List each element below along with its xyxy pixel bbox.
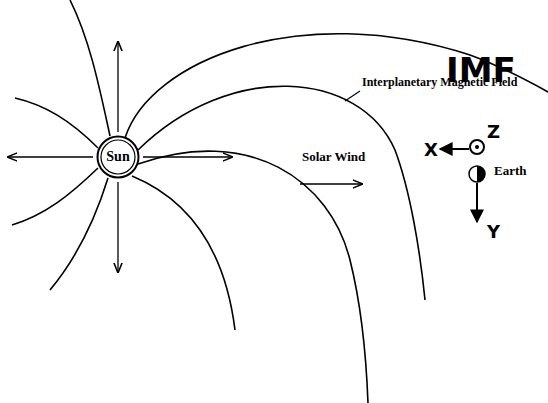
imf-label: IMF bbox=[446, 52, 516, 89]
wind-label: Solar Wind bbox=[302, 150, 365, 164]
axis-label: Y bbox=[487, 222, 500, 242]
axis-label: Z bbox=[487, 122, 500, 142]
earth-axes bbox=[440, 140, 485, 222]
node-body: Sun bbox=[96, 135, 140, 179]
axis-label: X bbox=[424, 140, 438, 160]
leader-line bbox=[345, 91, 360, 101]
field-lines bbox=[12, 0, 548, 403]
earth-label: Earth bbox=[494, 164, 527, 178]
node-text: Sun bbox=[106, 149, 129, 165]
sun-circle: Sun bbox=[96, 135, 140, 179]
